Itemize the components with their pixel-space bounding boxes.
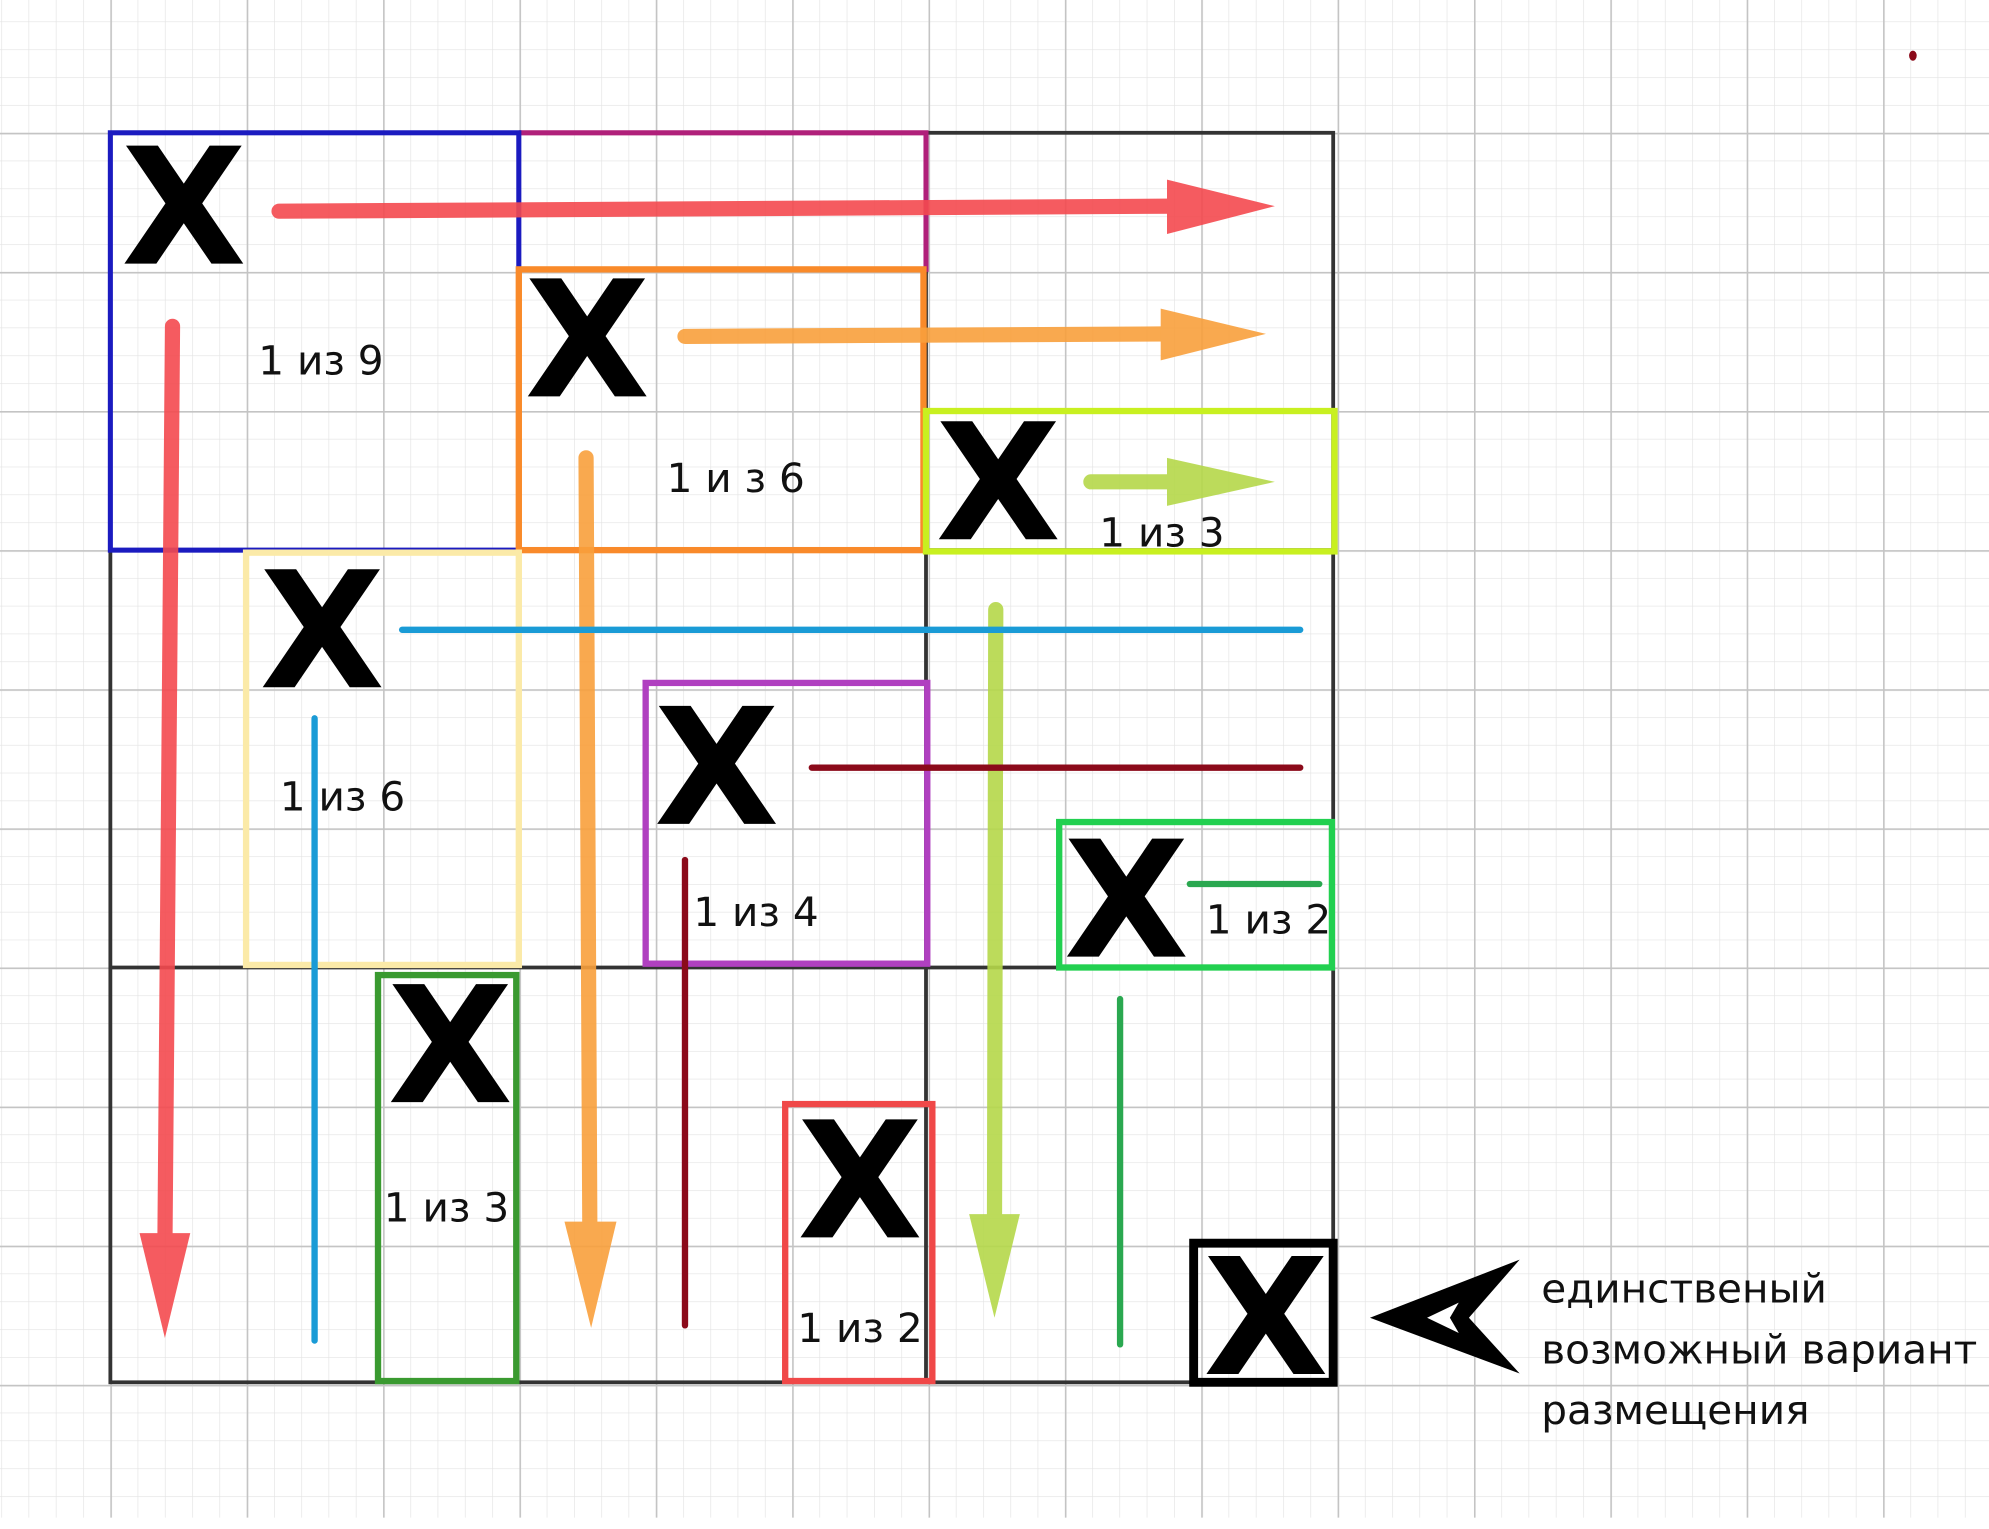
block-label: 1 из 2 [1206,895,1331,943]
note-line-3: размещения [1541,1386,1809,1434]
x-mark: X [797,1089,922,1277]
x-mark: X [388,953,513,1141]
black-frame [1189,1238,1338,1387]
x-mark: X [121,115,246,303]
x-mark: X [1064,808,1189,996]
block-label: 1 и з 6 [667,454,805,502]
cream-frame [242,549,522,969]
x-mark: X [260,538,385,726]
lightgreen-arrow-down [969,601,1020,1318]
block-label: 1 из 6 [280,773,405,821]
block-label: 1 из 3 [384,1184,509,1232]
magenta-frame [518,130,929,272]
note-line-2: возможный вариант [1541,1325,1977,1373]
lightgreen-arrow-right [1083,457,1275,506]
yellowgreen-frame [922,407,1338,555]
red-arrow-right [271,179,1275,234]
x-mark: X [936,391,1061,579]
orange-arrow-right [677,308,1266,361]
orange-arrow-down [564,450,617,1328]
x-mark: X [525,248,650,436]
green-frame [1056,818,1336,971]
red-arrow-down [139,318,191,1339]
red-frame [782,1100,936,1385]
block-label: 1 из 9 [258,336,383,384]
darkgreen-frame [374,971,520,1385]
purple-frame [642,679,931,967]
x-mark: X [1203,1225,1328,1413]
pointer-arrow-highlight [1427,1302,1459,1333]
block-label: 1 из 4 [693,888,818,936]
stray-dot [1909,50,1917,61]
block-label: 1 из 3 [1099,508,1224,556]
x-mark: X [654,675,779,863]
block-label: 1 из 2 [797,1304,922,1352]
note-line-1: единственый [1541,1265,1827,1313]
